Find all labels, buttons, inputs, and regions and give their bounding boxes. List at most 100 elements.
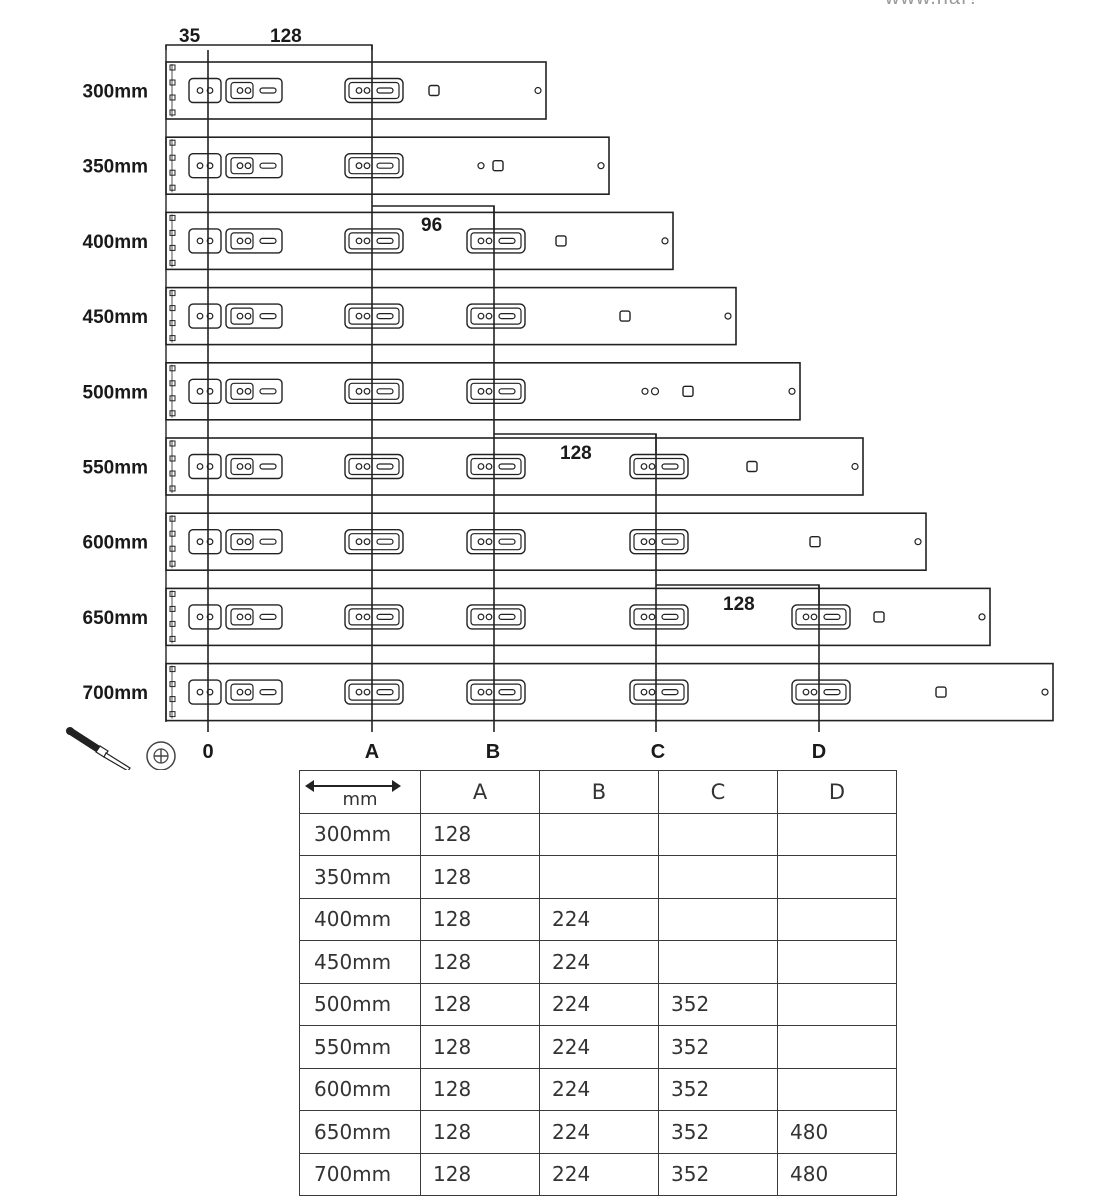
- position-value-cell-b: 224: [539, 1067, 659, 1111]
- position-value-cell-a: 128: [420, 1067, 540, 1111]
- rail-length-label: 650mm: [83, 608, 149, 629]
- rail-body: [165, 211, 674, 271]
- position-value-cell-d: [777, 1067, 897, 1111]
- dim-offset-label: 35: [179, 26, 201, 47]
- position-lines: [165, 45, 820, 732]
- dim-ab-label: 96: [421, 215, 442, 236]
- rail-row: 300mm: [83, 61, 547, 120]
- rail-body: [165, 286, 737, 346]
- position-value-cell-c: 352: [658, 1110, 778, 1154]
- rail-length-label: 600mm: [83, 533, 149, 554]
- position-value-cell-c: 352: [658, 982, 778, 1026]
- row-length-cell: 450mm: [299, 940, 421, 984]
- position-value-cell-b: 224: [539, 897, 659, 941]
- dim-bc-label: 128: [560, 443, 592, 464]
- rail-body: [165, 662, 1054, 722]
- rail-row: 500mm: [83, 361, 801, 421]
- rail-body: [165, 587, 991, 647]
- position-value-cell-b: [539, 812, 659, 856]
- position-value-cell-b: [539, 855, 659, 899]
- row-length-cell: 400mm: [299, 897, 421, 941]
- dim-pitch-label: 128: [270, 26, 302, 47]
- position-value-cell-b: 224: [539, 940, 659, 984]
- rail-length-label: 500mm: [83, 382, 149, 403]
- position-value-cell-c: [658, 812, 778, 856]
- position-value-cell-b: 224: [539, 982, 659, 1026]
- rails-group: 300mm 350mm 400mm 450mm 500mm 550mm 600mm 650mm…: [83, 61, 1054, 722]
- row-length-cell: 600mm: [299, 1067, 421, 1111]
- position-label-d: D: [812, 741, 826, 763]
- position-value-cell-d: [777, 855, 897, 899]
- rail-length-label: 450mm: [83, 307, 149, 328]
- unit-label: mm: [342, 789, 378, 810]
- rail-row: 450mm: [83, 286, 737, 346]
- position-value-cell-d: [777, 897, 897, 941]
- rail-body: [165, 361, 801, 421]
- rail-row: 350mm: [83, 136, 610, 195]
- rail-body: [165, 512, 927, 572]
- row-length-cell: 350mm: [299, 855, 421, 899]
- rail-row: 700mm: [83, 662, 1054, 722]
- position-value-cell-a: 128: [420, 1110, 540, 1154]
- double-arrow-icon: [305, 780, 401, 792]
- row-length-cell: 500mm: [299, 982, 421, 1026]
- position-label-b: B: [486, 741, 500, 763]
- position-value-cell-a: 128: [420, 940, 540, 984]
- screw-icon: [146, 741, 176, 770]
- position-value-cell-a: 128: [420, 855, 540, 899]
- rail-length-label: 700mm: [83, 683, 149, 704]
- column-header-c: C: [658, 770, 778, 814]
- position-value-cell-c: [658, 855, 778, 899]
- row-length-cell: 550mm: [299, 1025, 421, 1069]
- position-label-a: A: [365, 741, 379, 763]
- rail-length-label: 400mm: [83, 232, 149, 253]
- position-value-cell-c: 352: [658, 1152, 778, 1196]
- position-value-cell-b: 224: [539, 1110, 659, 1154]
- position-value-cell-b: 224: [539, 1025, 659, 1069]
- watermark-text: www.haf?: [884, 0, 980, 9]
- position-value-cell-d: 480: [777, 1152, 897, 1196]
- position-value-cell-d: [777, 940, 897, 984]
- column-header-b: B: [539, 770, 659, 814]
- rail-length-label: 350mm: [83, 157, 149, 178]
- position-value-cell-c: 352: [658, 1025, 778, 1069]
- position-value-cell-a: 128: [420, 1152, 540, 1196]
- position-value-cell-c: [658, 940, 778, 984]
- row-length-cell: 700mm: [299, 1152, 421, 1196]
- column-header-a: A: [420, 770, 540, 814]
- dim-cd-label: 128: [723, 594, 755, 615]
- position-value-cell-a: 128: [420, 1025, 540, 1069]
- position-value-cell-a: 128: [420, 982, 540, 1026]
- rail-body: [165, 136, 610, 195]
- top-dimension-line: [165, 44, 373, 50]
- rail-length-label: 300mm: [83, 82, 149, 103]
- position-value-cell-a: 128: [420, 897, 540, 941]
- rail-row: 650mm: [83, 587, 991, 647]
- position-value-cell-c: 352: [658, 1067, 778, 1111]
- position-value-cell-d: [777, 982, 897, 1026]
- rail-row: 550mm: [83, 437, 864, 496]
- row-length-cell: 300mm: [299, 812, 421, 856]
- position-value-cell-a: 128: [420, 812, 540, 856]
- rail-row: 400mm: [83, 211, 674, 271]
- row-length-cell: 650mm: [299, 1110, 421, 1154]
- position-value-cell-d: [777, 812, 897, 856]
- position-label-c: C: [651, 741, 665, 763]
- drawer-slide-diagram: www.haf? 35 128 300mm 350mm 400mm 450mm 500m…: [66, 0, 1054, 770]
- position-value-cell-b: 224: [539, 1152, 659, 1196]
- column-header-d: D: [777, 770, 897, 814]
- screwdriver-icon: [66, 727, 131, 770]
- position-value-cell-d: [777, 1025, 897, 1069]
- rail-row: 600mm: [83, 512, 927, 572]
